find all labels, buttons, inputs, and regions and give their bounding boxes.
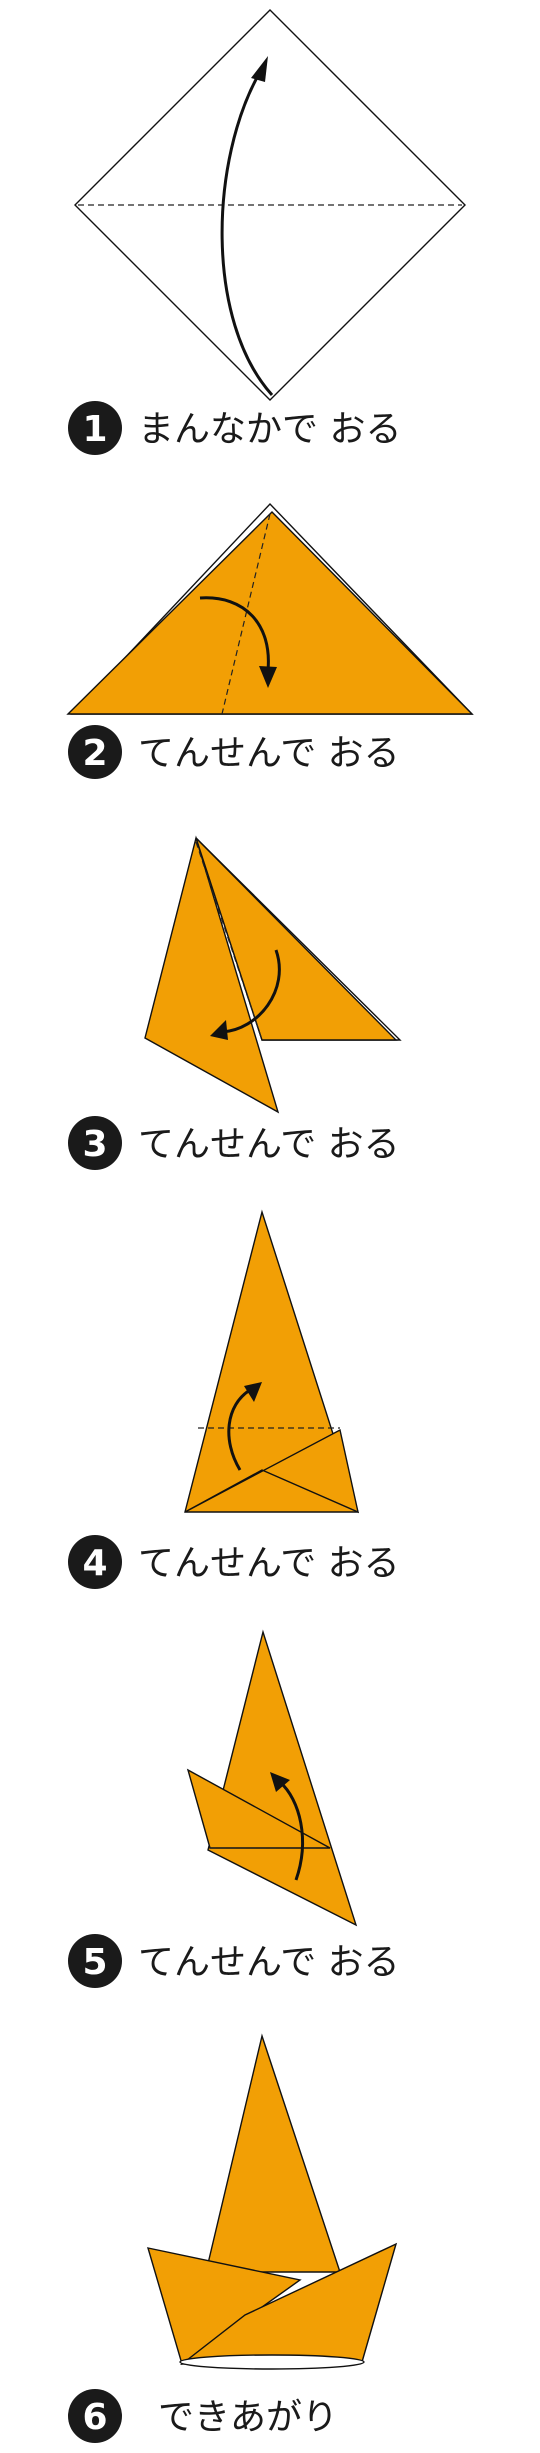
step-6-number: 6	[82, 2397, 107, 2438]
step-6-peak	[205, 2033, 341, 2273]
step-5-badge	[68, 1934, 122, 1988]
step-3-fold-arrow	[221, 949, 281, 1034]
step-1-number: 1	[82, 409, 107, 450]
step-1-fold-arrow	[220, 71, 274, 396]
step-6-label: 6 できあがり	[68, 2389, 338, 2443]
step-1-label: 1 まんなかで おる	[68, 401, 401, 455]
step-5-label: 5 てんせんで おる	[68, 1934, 400, 1988]
step-4-lower-flap	[184, 1428, 359, 1514]
step-4-arrowhead	[244, 1382, 262, 1402]
step-3-illustration	[144, 835, 402, 1114]
step-4-instruction: てんせんで おる	[138, 1543, 400, 1584]
step-5-instruction: てんせんで おる	[138, 1942, 400, 1983]
step-1-arrowhead	[251, 56, 268, 82]
step-2-instruction: てんせんで おる	[138, 733, 400, 774]
step-3-arrowhead	[210, 1020, 228, 1040]
step-5-illustration	[186, 1629, 358, 1927]
step-4-label: 4 てんせんで おる	[68, 1535, 400, 1589]
step-2-fold-arrow	[199, 596, 270, 671]
step-4-number: 4	[82, 1543, 107, 1584]
step-2-arrowhead	[259, 666, 277, 688]
step-5-number: 5	[82, 1942, 107, 1983]
step-2-label: 2 てんせんで おる	[68, 725, 400, 779]
step-2-badge	[68, 725, 122, 779]
step-5-arrowhead	[270, 1772, 290, 1792]
step-6-badge	[68, 2389, 122, 2443]
step-5-fold-arrow	[278, 1780, 304, 1881]
step-1-illustration	[74, 9, 466, 401]
step-2-number: 2	[82, 733, 107, 774]
step-4-fold-arrow	[227, 1388, 251, 1471]
step-6-illustration	[146, 2033, 398, 2370]
step-4-badge	[68, 1535, 122, 1589]
step-6-base-opening	[179, 2354, 365, 2370]
step-3-number: 3	[82, 1124, 107, 1165]
step-3-right-flap	[195, 837, 398, 1041]
step-2-triangle	[66, 511, 474, 715]
step-2-illustration	[66, 502, 474, 715]
step-6-instruction: できあがり	[158, 2397, 338, 2438]
step-3-fold-line	[195, 841, 263, 1041]
step-1-instruction: まんなかで おる	[138, 409, 401, 450]
step-3-left-flap	[144, 835, 280, 1114]
step-3-badge	[68, 1116, 122, 1170]
step-3-label: 3 てんせんで おる	[68, 1116, 400, 1170]
step-2-fold-line	[221, 513, 271, 715]
step-1-badge	[68, 401, 122, 455]
step-3-instruction: てんせんで おる	[138, 1124, 400, 1165]
step-4-illustration	[184, 1209, 359, 1514]
